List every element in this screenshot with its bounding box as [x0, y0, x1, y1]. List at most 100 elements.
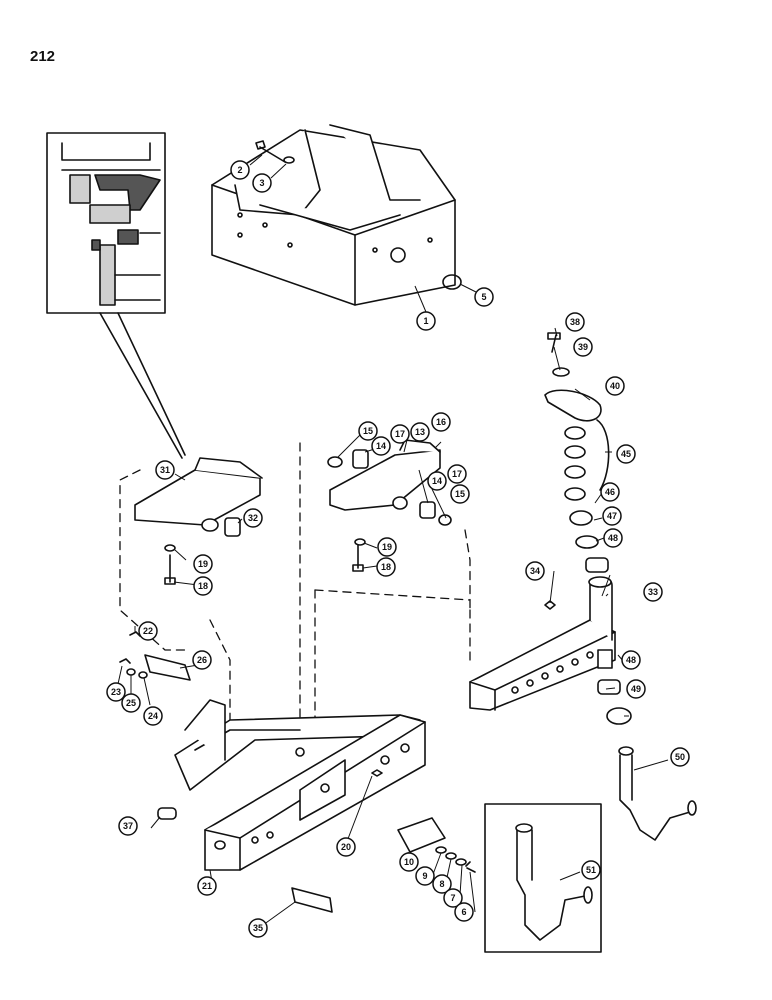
washer-19b	[354, 538, 366, 546]
callout-label: 17	[395, 429, 405, 439]
spindle-51	[515, 823, 593, 941]
callout: 3	[252, 173, 272, 193]
callout: 19	[377, 537, 397, 557]
callout-label: 15	[363, 426, 373, 436]
washer-3	[283, 156, 295, 164]
callout-label: 35	[253, 923, 263, 933]
callout-label: 14	[376, 441, 386, 451]
washer-stack	[564, 426, 609, 573]
callout-label: 40	[610, 381, 620, 391]
callout: 21	[197, 876, 217, 896]
callout-label: 34	[530, 566, 540, 576]
callout: 20	[336, 837, 356, 857]
callout: 45	[616, 444, 636, 464]
pivot-bracket-31	[134, 457, 263, 532]
callout-label: 16	[436, 417, 446, 427]
spindle-50	[618, 746, 697, 841]
callout-label: 38	[570, 317, 580, 327]
callout: 18	[376, 557, 396, 577]
callout-label: 45	[621, 449, 631, 459]
callout-label: 50	[675, 752, 685, 762]
axle-extension-33	[469, 576, 616, 711]
callout-label: 39	[578, 342, 588, 352]
callout-label: 9	[422, 871, 427, 881]
pivot-bracket-13	[329, 439, 441, 511]
leader-lines	[99, 312, 186, 459]
washer-7	[455, 858, 467, 866]
bushing-14b	[419, 501, 436, 519]
bolt-18b	[352, 544, 364, 572]
callout: 40	[605, 376, 625, 396]
callout: 5	[474, 287, 494, 307]
bracket-45	[596, 419, 610, 491]
callouts: 2 3 1 5 38 39 40 45 46 47 48 33 34 15 14…	[106, 160, 690, 938]
callout-label: 25	[126, 698, 136, 708]
callout-label: 46	[605, 487, 615, 497]
callout: 14	[427, 471, 447, 491]
callout: 48	[603, 528, 623, 548]
callout: 39	[573, 337, 593, 357]
pin-26	[144, 654, 191, 681]
callout-label: 20	[341, 842, 351, 852]
steering-arm-40	[544, 389, 602, 422]
callout-label: 5	[481, 292, 486, 302]
callout: 24	[143, 706, 163, 726]
callout: 16	[431, 412, 451, 432]
washer-39	[552, 367, 570, 377]
callout-label: 6	[461, 907, 466, 917]
callout: 17	[390, 424, 410, 444]
callout-label: 49	[631, 684, 641, 694]
bolt-23	[119, 658, 131, 664]
callout-label: 10	[404, 857, 414, 867]
callout: 15	[450, 484, 470, 504]
washer-25	[126, 668, 136, 676]
callout: 19	[193, 554, 213, 574]
callout: 48	[621, 650, 641, 670]
callout-label: 14	[432, 476, 442, 486]
callout: 8	[432, 874, 452, 894]
washer-24	[138, 671, 148, 679]
callout-label: 47	[607, 511, 617, 521]
bushing-14a	[352, 449, 369, 469]
washer-19	[164, 544, 176, 552]
callout-label: 48	[626, 655, 636, 665]
main-axle-21	[174, 699, 426, 871]
callout: 23	[106, 682, 126, 702]
callout-label: 26	[197, 655, 207, 665]
callout-label: 3	[259, 178, 264, 188]
callout: 37	[118, 816, 138, 836]
callout: 22	[138, 621, 158, 641]
callout-label: 13	[415, 427, 425, 437]
callout-label: 19	[198, 559, 208, 569]
callout-label: 15	[455, 489, 465, 499]
callout-label: 48	[608, 533, 618, 543]
bushing-48b	[597, 679, 621, 695]
callout-label: 22	[143, 626, 153, 636]
callout-label: 24	[148, 711, 158, 721]
seal-49	[606, 707, 632, 725]
callout-label: 33	[648, 587, 658, 597]
callout-label: 31	[160, 465, 170, 475]
callout: 35	[248, 918, 268, 938]
callout: 14	[371, 436, 391, 456]
callout: 31	[155, 460, 175, 480]
callout: 18	[193, 576, 213, 596]
spindle-inset-51	[484, 803, 602, 953]
callout: 34	[525, 561, 545, 581]
callout-label: 51	[586, 865, 596, 875]
inset-detail	[46, 132, 166, 314]
callout: 38	[565, 312, 585, 332]
callout: 50	[670, 747, 690, 767]
callout: 17	[447, 464, 467, 484]
callout-label: 18	[198, 581, 208, 591]
callout: 32	[243, 508, 263, 528]
bolt-38	[547, 332, 561, 353]
bolt-2	[255, 140, 286, 163]
callout-label: 32	[248, 513, 258, 523]
bolt-18	[164, 554, 176, 585]
grease-fitting-22	[129, 631, 141, 637]
callout-label: 23	[111, 687, 121, 697]
grease-fitting-20	[371, 769, 383, 777]
front-support-housing	[211, 124, 456, 306]
grease-fitting-34	[544, 600, 556, 610]
